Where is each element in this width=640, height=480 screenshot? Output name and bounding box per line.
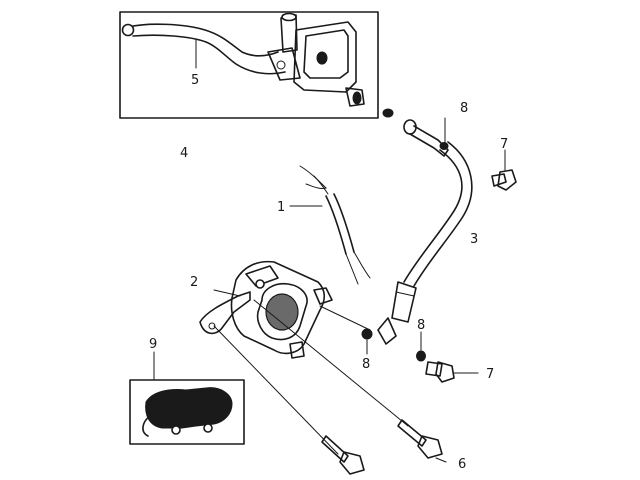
callout-9: 9 [149, 337, 157, 352]
callout-2: 2 [190, 275, 198, 290]
guide-line-b [253, 299, 409, 427]
lever-pivot [267, 47, 301, 81]
brake-hose [377, 119, 473, 345]
caliper-upper-lug [245, 265, 279, 287]
caliper-bolt-b-head [417, 435, 443, 459]
caliper-mount-tab [313, 287, 333, 305]
caliper-bracket [199, 291, 251, 335]
caliper-bolt-b [397, 419, 447, 463]
brake-pad-hook [142, 415, 151, 437]
guide-line-c [319, 305, 371, 331]
sealing-washer-top [439, 142, 449, 150]
caliper-group [199, 260, 333, 359]
callout-8-top: 8 [460, 101, 468, 116]
banjo-bolt-upper-head [497, 169, 517, 191]
brake-lever [127, 23, 286, 75]
leader-2 [213, 289, 241, 297]
banjo-bolt-lower-head [435, 361, 455, 383]
mirror-boss-top [281, 12, 297, 22]
bracket-hole [208, 322, 216, 330]
banjo-bolt-upper [491, 149, 517, 191]
brake-switch-wire [289, 165, 371, 285]
brake-pad-frame [129, 379, 245, 445]
hose-outer-b [413, 141, 473, 287]
outlet-port [352, 91, 362, 105]
caliper-piston-bore [256, 282, 308, 341]
caliper-lower-boss [289, 341, 305, 359]
callout-1: 1 [277, 200, 285, 215]
callout-7-top: 7 [500, 137, 508, 152]
callout-7-bottom: 7 [486, 367, 494, 382]
master-cylinder-group [119, 11, 379, 119]
hose-top-ferrule [409, 125, 449, 157]
caliper-bleed-bolt [255, 279, 265, 289]
lower-banjo-group [361, 328, 479, 383]
wire-lead-b [299, 165, 327, 189]
outlet-fitting [345, 87, 365, 107]
brake-pad-shape [145, 387, 233, 429]
caliper-body-outline [230, 260, 326, 355]
callout-3: 3 [470, 232, 478, 247]
callout-6: 6 [458, 457, 466, 472]
sealing-washer-mid [416, 350, 426, 362]
sealing-washer-top-group [439, 117, 449, 150]
caliper-bolt-a [321, 435, 365, 475]
sight-glass [316, 51, 328, 65]
hose-bottom-banjo [377, 317, 397, 345]
brake-pad-hole-a [171, 425, 181, 435]
hose-outer-a [403, 149, 463, 283]
hose-ferrule-ring [395, 291, 415, 297]
sealing-washer-left [361, 328, 373, 340]
wire-sheath-b [333, 193, 355, 253]
assembly-frame [119, 11, 379, 119]
wire-lead-c [345, 251, 371, 285]
caliper-bolt-a-shaft [321, 435, 349, 463]
wire-sheath-a [325, 195, 347, 255]
hose-bottom-ferrule [391, 281, 417, 323]
callout-8-mid: 8 [417, 318, 425, 333]
sealing-washer-upper [382, 108, 394, 118]
callout-5: 5 [191, 73, 199, 88]
leader-6 [435, 457, 447, 463]
callout-4: 4 [180, 146, 188, 161]
caliper-piston [265, 293, 299, 331]
callout-8-left: 8 [362, 357, 370, 372]
reservoir-cap [303, 29, 349, 79]
lever-end-ball [121, 23, 135, 37]
guide-line-a [213, 325, 339, 455]
pivot-bolt [276, 60, 286, 70]
caliper-bolt-b-shaft [397, 419, 427, 447]
master-cylinder-body [293, 21, 357, 93]
brake-pad-group [129, 351, 245, 445]
brake-pad-hole-b [203, 423, 213, 433]
caliper-bolt-a-head [339, 451, 365, 475]
banjo-bolt-lower-shaft [425, 361, 443, 377]
